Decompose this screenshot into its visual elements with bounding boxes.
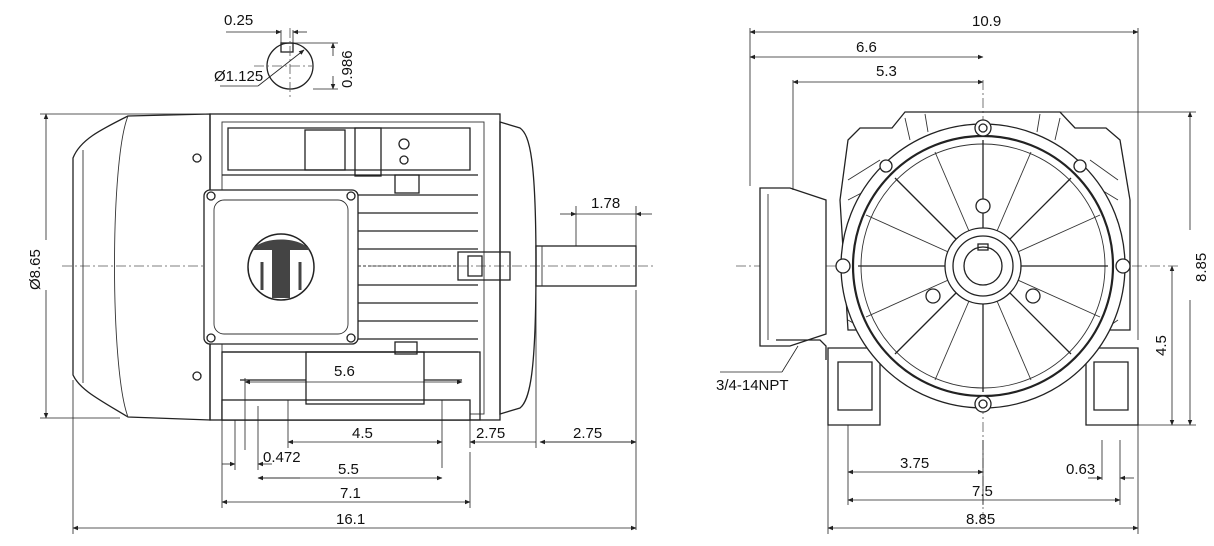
dim-base-width: 8.85 bbox=[966, 511, 995, 528]
brand-logo bbox=[247, 233, 315, 301]
dim-frame-diameter: Ø8.65 bbox=[27, 249, 44, 290]
dim-overall-length: 16.1 bbox=[336, 511, 365, 528]
dim-box-inner: 5.3 bbox=[876, 63, 897, 80]
left-foot bbox=[827, 347, 881, 426]
end-housing bbox=[839, 111, 1131, 331]
dim-foot-hole: 0.63 bbox=[1066, 461, 1095, 478]
dim-foot-spacing: 7.5 bbox=[972, 483, 993, 500]
dim-shaft-length: 1.78 bbox=[591, 195, 620, 212]
dim-box-offset: 6.6 bbox=[856, 39, 877, 56]
dim-shaft-extension: 2.75 bbox=[573, 425, 602, 442]
dim-overall-width: 10.9 bbox=[972, 13, 1001, 30]
end-view: 10.9 6.6 5.3 8.85 4.5 3/4-14NPT 3.7 bbox=[716, 13, 1210, 534]
shaft bbox=[535, 245, 637, 287]
end-shield bbox=[499, 121, 537, 415]
dim-shaft-height: 4.5 bbox=[1153, 335, 1170, 356]
dim-conduit: 3/4-14NPT bbox=[716, 377, 789, 394]
fan-cover bbox=[72, 113, 211, 421]
end-spokes bbox=[858, 140, 1108, 392]
dim-key-width: 0.25 bbox=[224, 12, 253, 29]
dim-foot-span: 5.5 bbox=[338, 461, 359, 478]
end-shaft bbox=[963, 246, 1003, 286]
dim-key-depth: 0.986 bbox=[339, 50, 356, 88]
side-view: 0.25 Ø1.125 0.986 Ø8.65 1.78 5.6 4.5 bbox=[27, 12, 655, 534]
dim-base-inner: 4.5 bbox=[352, 425, 373, 442]
dim-foot-slot: 0.472 bbox=[263, 449, 301, 466]
dim-mount-hole-spacing: 5.6 bbox=[334, 363, 355, 380]
dim-shaft-diameter: Ø1.125 bbox=[214, 68, 263, 85]
mounting-base bbox=[221, 399, 471, 421]
shaft-key-detail bbox=[220, 28, 338, 98]
dim-base-length: 7.1 bbox=[340, 485, 361, 502]
end-hub bbox=[944, 227, 1022, 305]
dim-shaft-shoulder: 2.75 bbox=[476, 425, 505, 442]
end-terminal-box bbox=[759, 187, 827, 347]
dim-half-foot-spacing: 3.75 bbox=[900, 455, 929, 472]
dim-overall-height: 8.85 bbox=[1193, 253, 1210, 282]
